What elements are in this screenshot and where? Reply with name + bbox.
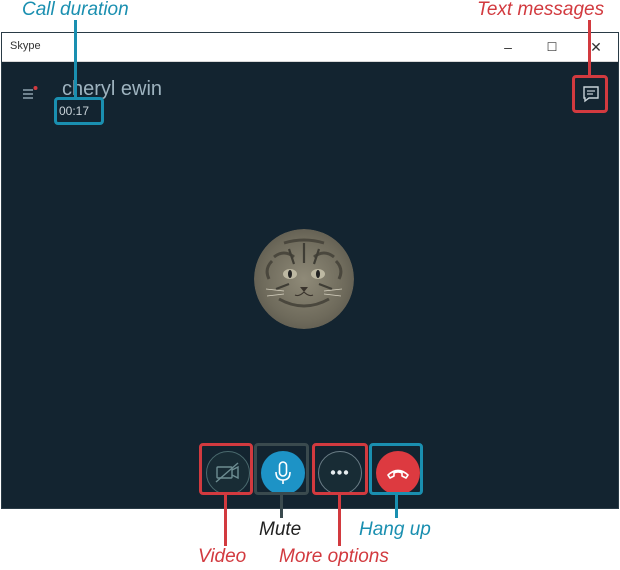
more-options-callout: More options [279, 546, 389, 567]
contact-avatar [254, 229, 354, 329]
video-off-icon [215, 462, 239, 483]
video-button[interactable] [206, 451, 250, 495]
text-messages-leader [588, 20, 591, 76]
text-messages-button[interactable] [580, 83, 602, 105]
hang-up-highlight [369, 443, 423, 495]
hang-up-phone-icon [387, 469, 409, 479]
more-options-highlight [312, 443, 368, 495]
hang-up-callout: Hang up [359, 519, 431, 540]
mute-leader [280, 494, 283, 518]
close-button[interactable]: ✕ [590, 39, 602, 55]
video-highlight [199, 443, 253, 495]
maximize-button[interactable]: ☐ [546, 40, 558, 54]
contact-name: cheryl ewin [62, 78, 163, 100]
hang-up-leader [395, 494, 398, 518]
text-messages-callout: Text messages [477, 0, 605, 20]
mute-highlight [254, 443, 309, 495]
more-options-leader [338, 494, 341, 546]
video-callout: Video [198, 546, 247, 567]
chat-bubble-icon [583, 86, 599, 103]
microphone-icon [275, 461, 291, 484]
call-duration: 00:17 [59, 104, 90, 118]
call-duration-callout: Call duration [22, 0, 129, 20]
text-messages-highlight [572, 75, 608, 113]
more-options-icon [330, 470, 349, 475]
minimize-button[interactable]: – [504, 39, 512, 55]
mute-callout: Mute [259, 519, 302, 540]
call-duration-leader [74, 20, 77, 98]
more-options-button[interactable] [318, 451, 362, 495]
call-duration-highlight [54, 97, 104, 125]
mute-button[interactable] [261, 451, 305, 495]
video-leader [224, 494, 227, 546]
window-title: Skype [10, 40, 41, 52]
hang-up-button[interactable] [376, 451, 420, 495]
contacts-menu-icon[interactable] [20, 85, 40, 103]
title-bar: Skype – ☐ ✕ [2, 33, 618, 62]
skype-window: Skype – ☐ ✕ cheryl ewin 00:17 [1, 32, 619, 509]
